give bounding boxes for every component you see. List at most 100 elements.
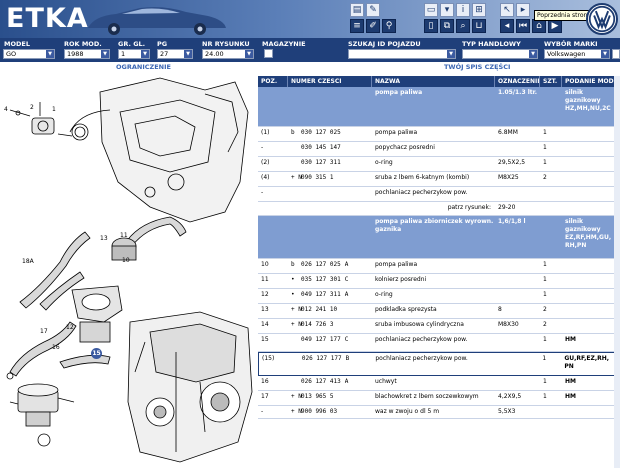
list-icon[interactable]: ≡ [350, 19, 364, 33]
diagram-label[interactable]: 18A [22, 258, 34, 265]
column-header-part-number[interactable]: NUMER CZESCI [288, 76, 372, 87]
diagram-label[interactable]: 11 [120, 232, 128, 239]
cell-code: 6.8MM [498, 129, 518, 136]
cell-qty: 1 [543, 261, 547, 268]
pg-select[interactable]: 27▼ [157, 49, 193, 59]
year-select[interactable]: 1988▼ [64, 49, 110, 59]
monitor-icon[interactable]: ▭ [424, 3, 438, 17]
cell-part-number[interactable]: + N013 965 5 [288, 391, 372, 405]
pointer-icon[interactable]: ↖ [500, 3, 514, 17]
cell-qty: 1 [542, 355, 547, 362]
scrollbar[interactable] [614, 76, 620, 468]
bike-icon[interactable]: ⚲ [382, 19, 396, 33]
basket-icon[interactable]: ⊔ [472, 19, 486, 33]
table-row[interactable]: patrz rysunek:29-20 [258, 202, 620, 216]
cell-code [495, 376, 540, 390]
vehicle-id-input[interactable]: ▼ [348, 49, 456, 59]
part-number: 026 127 413 [301, 378, 341, 385]
info-icon[interactable]: i [456, 3, 470, 17]
cell-code [495, 259, 540, 273]
column-header-name[interactable]: NAZWA [372, 76, 495, 87]
cell-part-number[interactable]: + N014 726 3 [288, 319, 372, 333]
pages-icon[interactable]: ⧉ [440, 19, 454, 33]
cell-poz: 17 [261, 393, 269, 400]
column-header-models[interactable]: PODANIE MODELI [562, 76, 620, 87]
drawing-select[interactable]: 24.00▼ [202, 49, 254, 59]
cell-code [495, 334, 540, 351]
diagram-label[interactable]: 12 [66, 324, 74, 331]
diagram-label[interactable]: 13 [100, 235, 108, 242]
trade-type-select[interactable]: ▼ [462, 49, 538, 59]
cell-part-number[interactable]: 030 127 311 [288, 157, 372, 171]
column-header-code[interactable]: OZNACZENIE [495, 76, 540, 87]
cell-part-number[interactable]: 030 145 147 [288, 142, 372, 156]
diagram-label[interactable]: 4 [4, 106, 8, 113]
forward-icon[interactable]: ▸ [516, 3, 530, 17]
cart-icon[interactable]: ⊞ [472, 3, 486, 17]
cell-code: 1,6/1,8 l [498, 218, 526, 225]
restriction-link[interactable]: OGRANICZENIE [116, 63, 171, 71]
label-stock: MAGAZYNIE [262, 40, 306, 48]
section-row[interactable]: pompa paliwa zbiorniczek wyrown. gaznika… [258, 216, 620, 259]
diagram-label-selected[interactable]: 15 [91, 348, 102, 359]
extra-select[interactable] [612, 49, 620, 59]
group-select[interactable]: 1▼ [118, 49, 150, 59]
edit-icon[interactable]: ✐ [366, 19, 380, 33]
search-icon[interactable]: ⌕ [456, 19, 470, 33]
cell-part-number[interactable]: + N090 315 1 [288, 172, 372, 186]
cell-part-number[interactable]: + N900 996 03 [288, 406, 372, 418]
back-icon[interactable]: ◂ [500, 19, 514, 33]
doc-icon[interactable]: ▯ [424, 19, 438, 33]
filter-icon[interactable]: ▾ [440, 3, 454, 17]
brand-select[interactable]: Volkswagen▼ [544, 49, 610, 59]
part-mark: b [291, 261, 295, 268]
notes-icon[interactable]: ✎ [366, 3, 380, 17]
diagram-label[interactable]: 17 [40, 328, 48, 335]
model-select[interactable]: GO▼ [3, 49, 55, 59]
table-row[interactable]: -pochlaniacz pecherzykow pow. [258, 187, 620, 202]
cell-part-number[interactable]: + N012 241 10 [288, 304, 372, 318]
diagram-label[interactable]: 2 [30, 104, 34, 111]
printer-icon[interactable]: ▤ [350, 3, 364, 17]
next-page-icon[interactable]: ▶ [548, 19, 562, 33]
diagram-label[interactable]: 16 [52, 344, 60, 351]
column-header-poz[interactable]: POZ. [258, 76, 288, 87]
diagram-label[interactable]: 1 [52, 106, 56, 113]
home-icon[interactable]: ⌂ [532, 19, 546, 33]
part-suffix: A [344, 291, 349, 298]
parts-list-link[interactable]: TWÓJ SPIS CZĘŚCI [444, 63, 511, 71]
cell-poz [258, 202, 288, 215]
cell-part-number[interactable] [288, 187, 372, 201]
part-mark: + N [291, 393, 302, 400]
column-header-qty[interactable]: SZT. [540, 76, 562, 87]
toolbar-group-4: ▯ ⧉ ⌕ ⊔ [424, 19, 486, 33]
cell-name: pompa paliwa zbiorniczek wyrown. gaznika [375, 218, 494, 233]
exploded-view-diagram[interactable]: 4 2 1 13 11 10 18A 12 17 16 15 [0, 72, 257, 468]
stock-checkbox[interactable] [264, 49, 273, 58]
first-page-icon[interactable]: ⏮ [516, 19, 530, 33]
cell-poz [258, 216, 288, 258]
diagram-label[interactable]: 10 [122, 257, 130, 264]
